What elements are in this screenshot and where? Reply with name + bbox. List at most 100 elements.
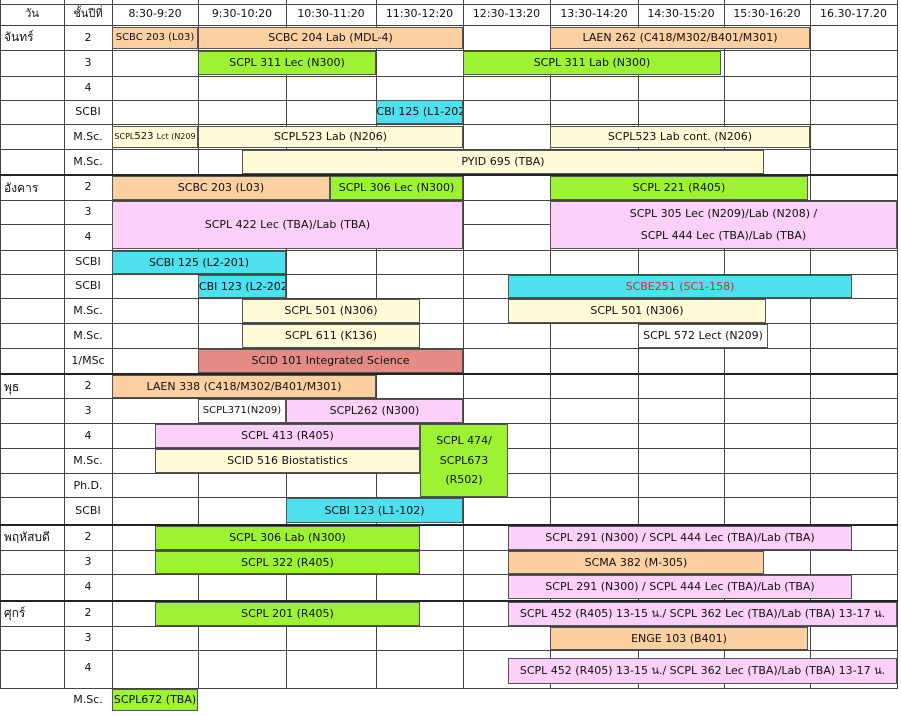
- class-block[interactable]: SCPL262 (N300): [286, 399, 463, 423]
- class-block[interactable]: LAEN 338 (C418/M302/B401/M301): [112, 375, 376, 398]
- header-time: 10:30-11:20: [297, 7, 365, 20]
- day-divider: [0, 524, 898, 526]
- header-time: 9:30-10:20: [211, 7, 273, 20]
- class-block[interactable]: SCPL 322 (R405): [155, 551, 420, 574]
- year-label: SCBI: [75, 279, 101, 292]
- grid-line: [0, 50, 898, 51]
- year-label: 4: [84, 230, 92, 243]
- class-block[interactable]: LAEN 262 (C418/M302/B401/M301): [550, 27, 810, 49]
- year-label: 1/MSc: [71, 354, 105, 367]
- grid-line: [0, 149, 898, 150]
- grid-line: [550, 0, 551, 688]
- year-label: 3: [84, 56, 92, 69]
- class-block[interactable]: SCPL 221 (R405): [550, 176, 808, 200]
- grid-line: [0, 124, 898, 125]
- class-block[interactable]: SCBC 204 Lab (MDL-4): [198, 27, 463, 49]
- class-block[interactable]: SCPL 413 (R405): [155, 424, 420, 448]
- class-block[interactable]: SCPL371(N209): [198, 399, 286, 423]
- grid-line: [0, 4, 898, 5]
- header-time: 13:30-14:20: [560, 7, 628, 20]
- class-block[interactable]: SCBE251 (SC1-158): [508, 275, 852, 298]
- class-block[interactable]: SCPL523 Lab (N206): [198, 126, 463, 148]
- class-block[interactable]: SCPL 422 Lec (TBA)/Lab (TBA): [112, 201, 463, 249]
- class-block-text: SCPL 474/: [436, 433, 492, 447]
- class-block[interactable]: SCBI 123 (L2-202): [198, 275, 286, 298]
- grid-line: [112, 0, 113, 688]
- year-label: 2: [84, 180, 92, 193]
- class-block[interactable]: SCBC 203 (L03): [112, 27, 198, 49]
- header-time: 8:30-9:20: [128, 7, 182, 20]
- class-block[interactable]: SCID 101 Integrated Science: [198, 349, 463, 373]
- class-block[interactable]: SCPL 311 Lec (N300): [198, 51, 376, 75]
- day-label-tuesday: อังคาร: [4, 181, 39, 195]
- class-block[interactable]: SCPL 306 Lec (N300): [330, 176, 463, 200]
- class-block[interactable]: SCPL 291 (N300) / SCPL 444 Lec (TBA)/Lab…: [508, 575, 852, 599]
- class-block-text: SCPL673: [439, 453, 489, 467]
- class-block[interactable]: SCPL523 Lab cont. (N206): [550, 126, 810, 148]
- year-label: 2: [84, 31, 92, 44]
- class-block[interactable]: SCPL 311 Lab (N300): [463, 51, 721, 75]
- year-label: 3: [84, 555, 92, 568]
- class-block[interactable]: SCPL 572 Lect (N209): [638, 324, 768, 348]
- year-label: 3: [84, 205, 92, 218]
- year-label: M.Sc.: [73, 329, 103, 342]
- header-time: 15:30-16:20: [733, 7, 801, 20]
- header-time: 16.30-17.20: [820, 7, 887, 20]
- header-day: วัน: [25, 7, 39, 20]
- grid-line: [0, 250, 898, 251]
- class-block-text: Lct (N209: [156, 132, 196, 141]
- class-block[interactable]: SCPL 452 (R405) 13-15 น./ SCPL 362 Lec (…: [508, 602, 897, 626]
- class-block[interactable]: SCPL 474/ SCPL673 (R502): [420, 424, 508, 497]
- year-label: M.Sc.: [73, 304, 103, 317]
- grid-line: [0, 0, 1, 688]
- class-block[interactable]: SCMA 382 (M-305): [508, 551, 764, 574]
- grid-line: [897, 0, 898, 688]
- class-block[interactable]: SCPL 201 (R405): [155, 602, 420, 626]
- class-block[interactable]: SCPL 501 (N306): [242, 299, 420, 323]
- grid-line: [0, 423, 898, 424]
- year-label: M.Sc.: [73, 454, 103, 467]
- grid-line: [0, 688, 898, 689]
- class-block[interactable]: ENGE 103 (B401): [550, 627, 808, 650]
- class-block[interactable]: SCPL 501 (N306): [508, 299, 766, 323]
- day-label-thursday: พฤหัสบดี: [4, 530, 50, 544]
- class-block-text: 523: [134, 130, 154, 142]
- class-block-text: SCPL 444 Lec (TBA)/Lab (TBA): [640, 229, 807, 242]
- class-block[interactable]: SCID 516 Biostatistics: [155, 449, 420, 473]
- class-block[interactable]: SCPL 611 (K136): [242, 324, 420, 348]
- day-label-friday: ศุกร์: [4, 606, 26, 620]
- class-block[interactable]: SCPL 306 Lab (N300): [155, 526, 420, 550]
- class-block[interactable]: PYID 695 (TBA): [242, 150, 764, 174]
- class-block[interactable]: SCPL 291 (N300) / SCPL 444 Lec (TBA)/Lab…: [508, 526, 852, 550]
- year-label: 4: [84, 580, 92, 593]
- year-label: SCBI: [75, 504, 101, 517]
- grid-line: [198, 0, 199, 688]
- grid-line: [0, 274, 898, 275]
- class-block[interactable]: SCBI 123 (L1-102): [286, 498, 463, 523]
- header-time: 14:30-15:20: [647, 7, 715, 20]
- class-block-text: SCPL: [114, 132, 135, 141]
- class-block[interactable]: SCPL 452 (R405) 13-15 น./ SCPL 362 Lec (…: [508, 658, 897, 684]
- class-block[interactable]: SCBI 125 (L1-202): [376, 100, 463, 124]
- header-time: 12:30-13:20: [472, 7, 541, 20]
- year-label: 3: [84, 631, 92, 644]
- year-label: SCBI: [75, 255, 101, 268]
- year-label: SCBI: [75, 105, 101, 118]
- class-block[interactable]: SCPL 305 Lec (N209)/Lab (N208) / SCPL 44…: [550, 201, 897, 249]
- grid-line: [64, 0, 65, 688]
- grid-line: [0, 626, 898, 627]
- year-label: 2: [84, 379, 92, 392]
- grid-line: [0, 650, 898, 651]
- year-label: 3: [84, 404, 92, 417]
- grid-line: [0, 348, 898, 349]
- grid-line: [0, 76, 898, 77]
- grid-line: [0, 398, 898, 399]
- year-label: 2: [84, 606, 92, 619]
- class-block[interactable]: SCPL672 (TBA): [112, 689, 198, 711]
- year-label: M.Sc.: [73, 155, 103, 168]
- grid-line: [0, 550, 898, 551]
- class-block[interactable]: SCBC 203 (L03): [112, 176, 330, 200]
- day-divider: [0, 373, 898, 375]
- class-block[interactable]: SCBI 125 (L2-201): [112, 251, 286, 274]
